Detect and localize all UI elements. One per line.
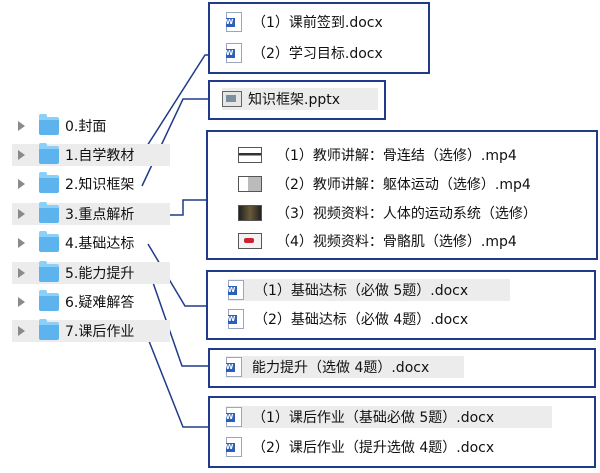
video-thumbnail-icon <box>238 176 262 192</box>
folder-icon <box>39 290 59 311</box>
disclosure-triangle-icon[interactable] <box>18 121 25 131</box>
word-doc-icon: W <box>228 309 244 329</box>
file-item[interactable]: W （1）基础达标（必做 5题）.docx <box>228 279 510 301</box>
word-doc-icon: W <box>228 280 244 300</box>
folder-icon <box>39 143 59 164</box>
folder-label: 3.重点解析 <box>65 207 135 223</box>
key-points-files-box: （1）教师讲解：骨连结（选修）.mp4 （2）教师讲解：躯体运动（选修）.mp4… <box>206 130 598 260</box>
file-name: （3）视频资料：人体的运动系统（选修） <box>276 206 537 222</box>
self-study-files-box: W （1）课前签到.docx W （2）学习目标.docx <box>208 2 430 74</box>
file-item[interactable]: W （1）课前签到.docx <box>226 11 422 33</box>
folder-icon <box>39 231 59 252</box>
folder-icon <box>39 261 59 282</box>
disclosure-triangle-icon[interactable] <box>18 238 25 248</box>
basic-files-box: W （1）基础达标（必做 5题）.docx W （2）基础达标（必做 4题）.d… <box>206 270 596 340</box>
folder-icon <box>39 202 59 223</box>
file-item[interactable]: W （2）学习目标.docx <box>226 42 422 64</box>
file-item[interactable]: W 能力提升（选做 4题）.docx <box>226 356 464 378</box>
file-name: （2）课后作业（提升选做 4题）.docx <box>252 440 495 456</box>
folder-row-2[interactable]: 2.知识框架 <box>12 172 170 195</box>
file-item[interactable]: W （2）课后作业（提升选做 4题）.docx <box>226 436 552 458</box>
file-item[interactable]: （2）教师讲解：躯体运动（选修）.mp4 <box>238 173 590 195</box>
folder-label: 4.基础达标 <box>65 236 135 252</box>
folder-icon <box>39 114 59 135</box>
folder-label: 0.封面 <box>65 119 107 135</box>
word-doc-icon: W <box>226 357 242 377</box>
disclosure-triangle-icon[interactable] <box>18 268 25 278</box>
file-name: （2）教师讲解：躯体运动（选修）.mp4 <box>276 177 531 193</box>
disclosure-triangle-icon[interactable] <box>18 326 25 336</box>
disclosure-triangle-icon[interactable] <box>18 297 25 307</box>
file-name: 知识框架.pptx <box>248 92 340 108</box>
video-thumbnail-icon <box>238 233 262 249</box>
file-name: （1）教师讲解：骨连结（选修）.mp4 <box>276 148 517 164</box>
file-item[interactable]: W （2）基础达标（必做 4题）.docx <box>228 308 510 330</box>
file-item[interactable]: （1）教师讲解：骨连结（选修）.mp4 <box>238 144 590 166</box>
folder-row-0[interactable]: 0.封面 <box>12 114 170 137</box>
file-name: （4）视频资料：骨骼肌（选修）.mp4 <box>276 234 517 250</box>
folder-row-7[interactable]: 7.课后作业 <box>12 319 170 342</box>
file-item[interactable]: 知识框架.pptx <box>222 88 378 110</box>
video-thumbnail-icon <box>238 205 262 221</box>
file-item[interactable]: （4）视频资料：骨骼肌（选修）.mp4 <box>238 230 590 252</box>
folder-row-3[interactable]: 3.重点解析 <box>12 202 170 225</box>
folder-label: 5.能力提升 <box>65 266 135 282</box>
connector-self-study <box>139 54 210 158</box>
file-item[interactable]: W （1）课后作业（基础必做 5题）.docx <box>226 406 552 428</box>
file-name: （1）课后作业（基础必做 5题）.docx <box>252 410 495 426</box>
ability-files-box: W 能力提升（选做 4题）.docx <box>208 348 596 388</box>
folder-row-5[interactable]: 5.能力提升 <box>12 261 170 284</box>
folder-label: 7.课后作业 <box>65 324 135 340</box>
file-item[interactable]: （3）视频资料：人体的运动系统（选修） <box>238 202 590 224</box>
folder-icon <box>39 319 59 340</box>
folder-label: 6.疑难解答 <box>65 295 135 311</box>
word-doc-icon: W <box>226 407 242 427</box>
connector-homework <box>144 330 208 428</box>
disclosure-triangle-icon[interactable] <box>18 209 25 219</box>
disclosure-triangle-icon[interactable] <box>18 150 25 160</box>
folder-icon <box>39 172 59 193</box>
folder-row-4[interactable]: 4.基础达标 <box>12 231 170 254</box>
powerpoint-icon <box>222 91 242 107</box>
folder-row-6[interactable]: 6.疑难解答 <box>12 290 170 313</box>
video-thumbnail-icon <box>238 147 262 163</box>
framework-files-box: 知识框架.pptx <box>208 80 386 120</box>
folder-row-1[interactable]: 1.自学教材 <box>12 143 170 166</box>
folder-label: 1.自学教材 <box>65 148 135 164</box>
word-doc-icon: W <box>226 437 242 457</box>
connector-ability <box>149 273 208 367</box>
word-doc-icon: W <box>226 12 242 32</box>
folder-label: 2.知识框架 <box>65 177 135 193</box>
file-name: （1）基础达标（必做 5题）.docx <box>254 283 469 299</box>
file-name: （2）基础达标（必做 4题）.docx <box>254 312 469 328</box>
disclosure-triangle-icon[interactable] <box>18 179 25 189</box>
file-name: （1）课前签到.docx <box>252 15 383 31</box>
file-name: 能力提升（选做 4题）.docx <box>252 360 430 376</box>
word-doc-icon: W <box>226 43 242 63</box>
homework-files-box: W （1）课后作业（基础必做 5题）.docx W （2）课后作业（提升选做 4… <box>208 396 596 468</box>
file-name: （2）学习目标.docx <box>252 46 383 62</box>
